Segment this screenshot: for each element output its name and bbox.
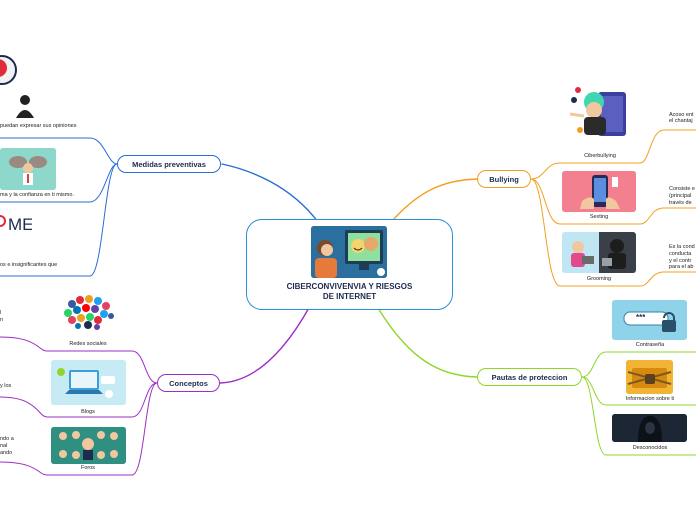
bullying-item-1-desc2: el chantaj (669, 118, 693, 124)
lines-bullying (530, 129, 696, 287)
laptop-blog-illustration (51, 360, 126, 405)
social-media-icons-cloud (62, 294, 116, 334)
bullying-item-3-desc4: para el ab (669, 264, 694, 270)
branch-medidas-label: Medidas preventivas (132, 159, 206, 169)
central-title-line1: CIBERCONVIVENVIA Y RIESGOS (286, 282, 413, 291)
password-lock-icon (612, 300, 687, 340)
bullying-item-2-desc3: través de (669, 200, 692, 206)
branch-pautas-label: Pautas de proteccion (491, 372, 568, 382)
phone-hands-illustration (562, 171, 636, 212)
branch-bullying[interactable]: Bullying (477, 170, 531, 188)
central-topic[interactable]: CIBERCONVIVENVIA Y RIESGOS DE INTERNET (246, 219, 453, 310)
hooded-stranger-illustration (612, 414, 687, 442)
medidas-item-2-desc: ma y la confianza en ti mismo. (0, 192, 74, 198)
conceptos-item-1-desc2: n (0, 317, 4, 323)
pautas-item-1-caption: Contraseña (635, 342, 665, 348)
branch-medidas-preventivas[interactable]: Medidas preventivas (117, 155, 221, 173)
central-title-line2: DE INTERNET (322, 292, 377, 301)
pautas-item-3-caption: Desconocidos (632, 445, 668, 451)
speech-bubbles-person-icon (0, 52, 26, 92)
bullying-item-2-caption: Sexting (589, 214, 609, 220)
cyberbully-illustration (568, 84, 630, 148)
line-central-pautas (377, 307, 478, 378)
person-icon (14, 94, 36, 120)
lines-pautas (581, 351, 696, 456)
strong-man-illustration (0, 148, 56, 190)
line-central-conceptos (219, 305, 311, 384)
conceptos-item-3-caption: Foros (80, 465, 96, 471)
branch-bullying-label: Bullying (489, 174, 519, 184)
conceptos-item-1-caption: Redes sociales (69, 341, 107, 347)
grooming-illustration (562, 232, 636, 273)
line-central-bullying (392, 178, 478, 221)
conceptos-item-3-desc3: ando (0, 450, 13, 456)
medidas-item-3-desc: os e insignificantes que (0, 262, 58, 268)
line-central-medidas (221, 163, 319, 223)
bullying-item-1-caption: Ciberbullying (584, 153, 616, 159)
bullying-item-1-desc1: Acoso ent (669, 112, 694, 118)
conceptos-item-2-desc1: y los (0, 383, 12, 389)
lines-conceptos (0, 336, 158, 476)
branch-pautas-proteccion[interactable]: Pautas de proteccion (477, 368, 582, 386)
password-asterisks: *** (636, 313, 646, 322)
svg-text:ME: ME (8, 215, 32, 234)
bullying-item-3-desc2: conducta (669, 251, 692, 257)
bullying-item-2-desc2: (principal (669, 193, 692, 199)
pautas-item-2-caption: Informacion sobre ti (625, 396, 675, 402)
medidas-item-1-desc: puedan expresar sus opiniones (0, 123, 77, 129)
bullying-item-3-desc3: y el contr (669, 258, 692, 264)
conceptos-item-3-desc1: ndo a (0, 436, 14, 442)
locked-chain-laptop-illustration (626, 360, 673, 394)
conceptos-item-3-desc2: nal (0, 443, 8, 449)
branch-conceptos[interactable]: Conceptos (157, 374, 220, 392)
people-at-computer-illustration (311, 226, 387, 278)
conceptos-item-1-desc1: l (0, 310, 2, 316)
me-logo: ME (0, 209, 32, 237)
forum-avatars-illustration (51, 427, 126, 464)
lines-medidas (0, 137, 118, 277)
conceptos-item-2-caption: Blogs (81, 409, 95, 415)
bullying-item-3-desc1: Es la cond (669, 244, 695, 250)
bullying-item-3-caption: Grooming (586, 276, 612, 282)
bullying-item-2-desc1: Consiste e (669, 186, 695, 192)
branch-conceptos-label: Conceptos (169, 378, 208, 388)
